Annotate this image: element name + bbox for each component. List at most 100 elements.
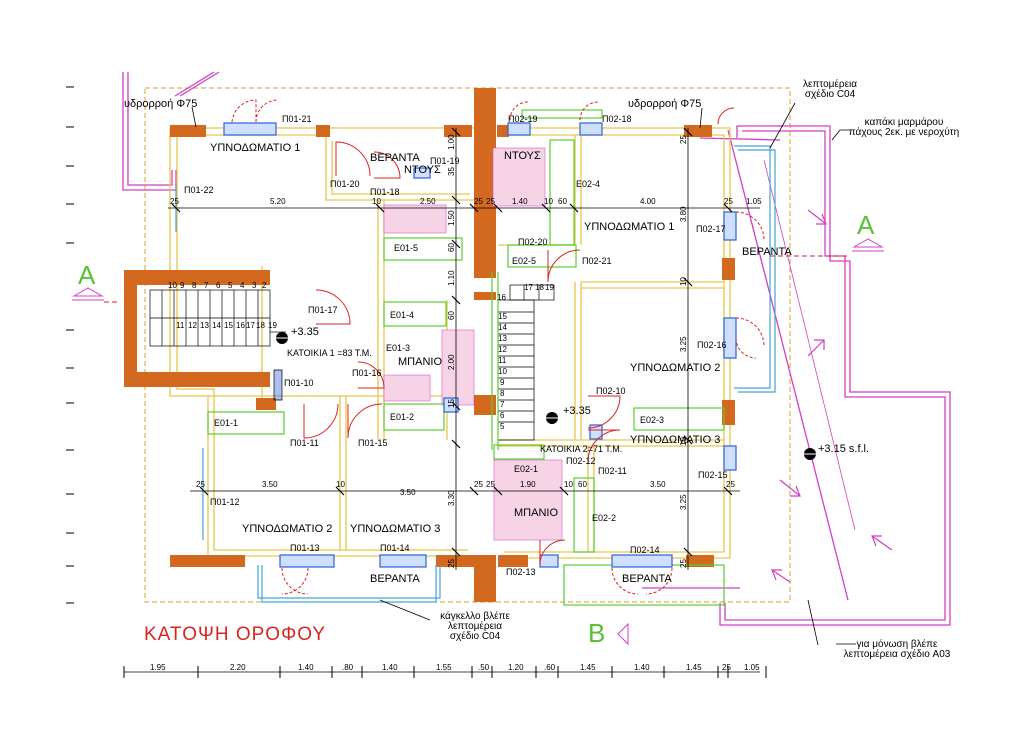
dim-top: 60 — [558, 197, 567, 206]
room-u1-veranda-top: ΒΕΡΑΝΤΑ — [370, 152, 420, 164]
dim-bottom: 1.55 — [436, 663, 452, 672]
opening-label: Π02-16 — [697, 340, 727, 350]
dim-mid: 25 — [726, 480, 735, 489]
room-u2-bedroom-3: ΥΠΝΟΔΩΜΑΤΙΟ 3 — [630, 434, 721, 446]
stair-step: 12 — [188, 321, 197, 330]
dim-top: 25 — [170, 197, 179, 206]
doors — [231, 99, 765, 595]
dim-vert: 2.00 — [447, 354, 456, 370]
stair2-step: 18 — [535, 283, 544, 292]
wet-rooms — [383, 147, 563, 541]
dim-bottom: .80 — [342, 663, 354, 672]
dim-bottom: 1.20 — [508, 663, 524, 672]
stair-step: 3 — [252, 281, 257, 290]
room-u2-bedroom-1: ΥΠΝΟΔΩΜΑΤΙΟ 1 — [584, 221, 675, 233]
dim-mid: 10 — [564, 480, 573, 489]
dim-bottom: 1.45 — [580, 663, 596, 672]
stair-step: 13 — [200, 321, 209, 330]
opening-label: Π01-13 — [290, 543, 320, 553]
section-symbols — [72, 238, 884, 646]
dim-vert: 25 — [679, 559, 688, 568]
opening-label: Π01-21 — [282, 114, 312, 124]
opening-label: Π02-20 — [518, 237, 548, 247]
stair-step: 16 — [236, 321, 245, 330]
stair2-step: 8 — [500, 389, 505, 398]
opening-label: Π02-12 — [566, 456, 596, 466]
section-a-right: A — [857, 210, 875, 240]
stair2-step: 15 — [498, 312, 507, 321]
stair-step: 17 — [246, 321, 255, 330]
fixture-label: Ε02-4 — [576, 179, 601, 189]
dim-vert: 25 — [447, 559, 456, 568]
dim-vert: 3.25 — [679, 336, 688, 352]
opening-label: Π01-16 — [352, 368, 382, 378]
stair-2 — [497, 284, 555, 441]
left-ticks — [66, 86, 74, 604]
dim-vert: 35 — [447, 167, 456, 176]
dim-vert: 1.10 — [447, 270, 456, 286]
room-u2-veranda-right: ΒΕΡΑΝΤΑ — [742, 246, 792, 258]
dim-mid: 3.50 — [400, 488, 416, 497]
opening-label: Π01-20 — [330, 179, 360, 189]
opening-label: Π01-17 — [308, 305, 338, 315]
dim-vert: 3.30 — [447, 490, 456, 506]
fixture-label: Ε02-1 — [514, 464, 539, 474]
dim-vert: 25 — [679, 135, 688, 144]
dim-bottom: 25 — [722, 663, 731, 672]
note-line: σχέδιο C04 — [804, 89, 856, 100]
leader-lines — [191, 102, 856, 646]
note-downpipe-right: υδρορροή Φ75 — [628, 98, 702, 110]
dim-bottom: 1.05 — [744, 663, 760, 672]
stair2-step: 14 — [498, 323, 507, 332]
opening-label: Π01-22 — [184, 185, 214, 195]
dim-vert: 10 — [679, 277, 688, 286]
note-line: λεπτομέρεια — [802, 79, 858, 90]
bottom-ticks — [123, 666, 767, 678]
dim-top: 4.00 — [640, 197, 656, 206]
stair2-step: 11 — [498, 356, 507, 365]
opening-label: Π01-11 — [290, 438, 319, 448]
room-u1-bedroom-2: ΥΠΝΟΔΩΜΑΤΙΟ 2 — [242, 523, 333, 535]
dim-top: 10 — [544, 197, 553, 206]
note-detail-c04-top: λεπτομέρεια σχέδιο C04 — [795, 80, 865, 100]
dim-mid: 10 — [336, 480, 345, 489]
opening-label: Π02-10 — [596, 386, 626, 396]
note-railing: κάγκελλο βλέπε λεπτομέρεια σχέδιο C04 — [430, 612, 520, 642]
dim-mid: 3.50 — [650, 480, 666, 489]
dim-bottom: 1.95 — [150, 663, 166, 672]
stair-step: 5 — [228, 281, 233, 290]
stair-step: 11 — [176, 321, 185, 330]
dim-bottom: 1.40 — [382, 663, 398, 672]
note-line: κάγκελλο βλέπε — [440, 611, 510, 622]
opening-label: Π02-15 — [698, 470, 728, 480]
fixture-label: Ε01-1 — [214, 418, 239, 428]
level-markers — [272, 332, 820, 460]
dim-vert: 60 — [447, 243, 456, 252]
stair-step: 4 — [240, 281, 245, 290]
dim-vert: 15 — [447, 399, 456, 408]
stair2-step: 19 — [545, 283, 554, 292]
stair2-step: 17 — [524, 283, 533, 292]
dim-top: 10 — [372, 197, 381, 206]
room-u2-bedroom-2: ΥΠΝΟΔΩΜΑΤΙΟ 2 — [630, 362, 721, 374]
stair-step: 2 — [262, 281, 267, 290]
fixture-label: Ε02-5 — [512, 256, 537, 266]
drainage-left — [122, 71, 220, 191]
dim-vert: 3.25 — [679, 494, 688, 510]
stair-step: 19 — [268, 321, 277, 330]
room-u1-bath: ΜΠΑΝΙΟ — [398, 356, 442, 368]
stair-step: 8 — [192, 281, 197, 290]
opening-label: Π02-11 — [598, 466, 627, 476]
fixture-label: Ε01-2 — [390, 412, 415, 422]
stair2-step: 16 — [497, 293, 506, 302]
dim-top: 25 — [474, 197, 483, 206]
opening-label: Π02-13 — [506, 567, 536, 577]
dim-mid: 25 — [196, 480, 205, 489]
stair-step: 9 — [180, 281, 185, 290]
room-u2-shower: ΝΤΟΥΣ — [504, 150, 541, 162]
railings — [175, 145, 776, 603]
dimension-ticks — [171, 127, 733, 557]
dim-bottom: 1.40 — [298, 663, 314, 672]
dim-top: 25 — [486, 197, 495, 206]
room-u1-veranda-bottom: ΒΕΡΑΝΤΑ — [370, 573, 420, 585]
